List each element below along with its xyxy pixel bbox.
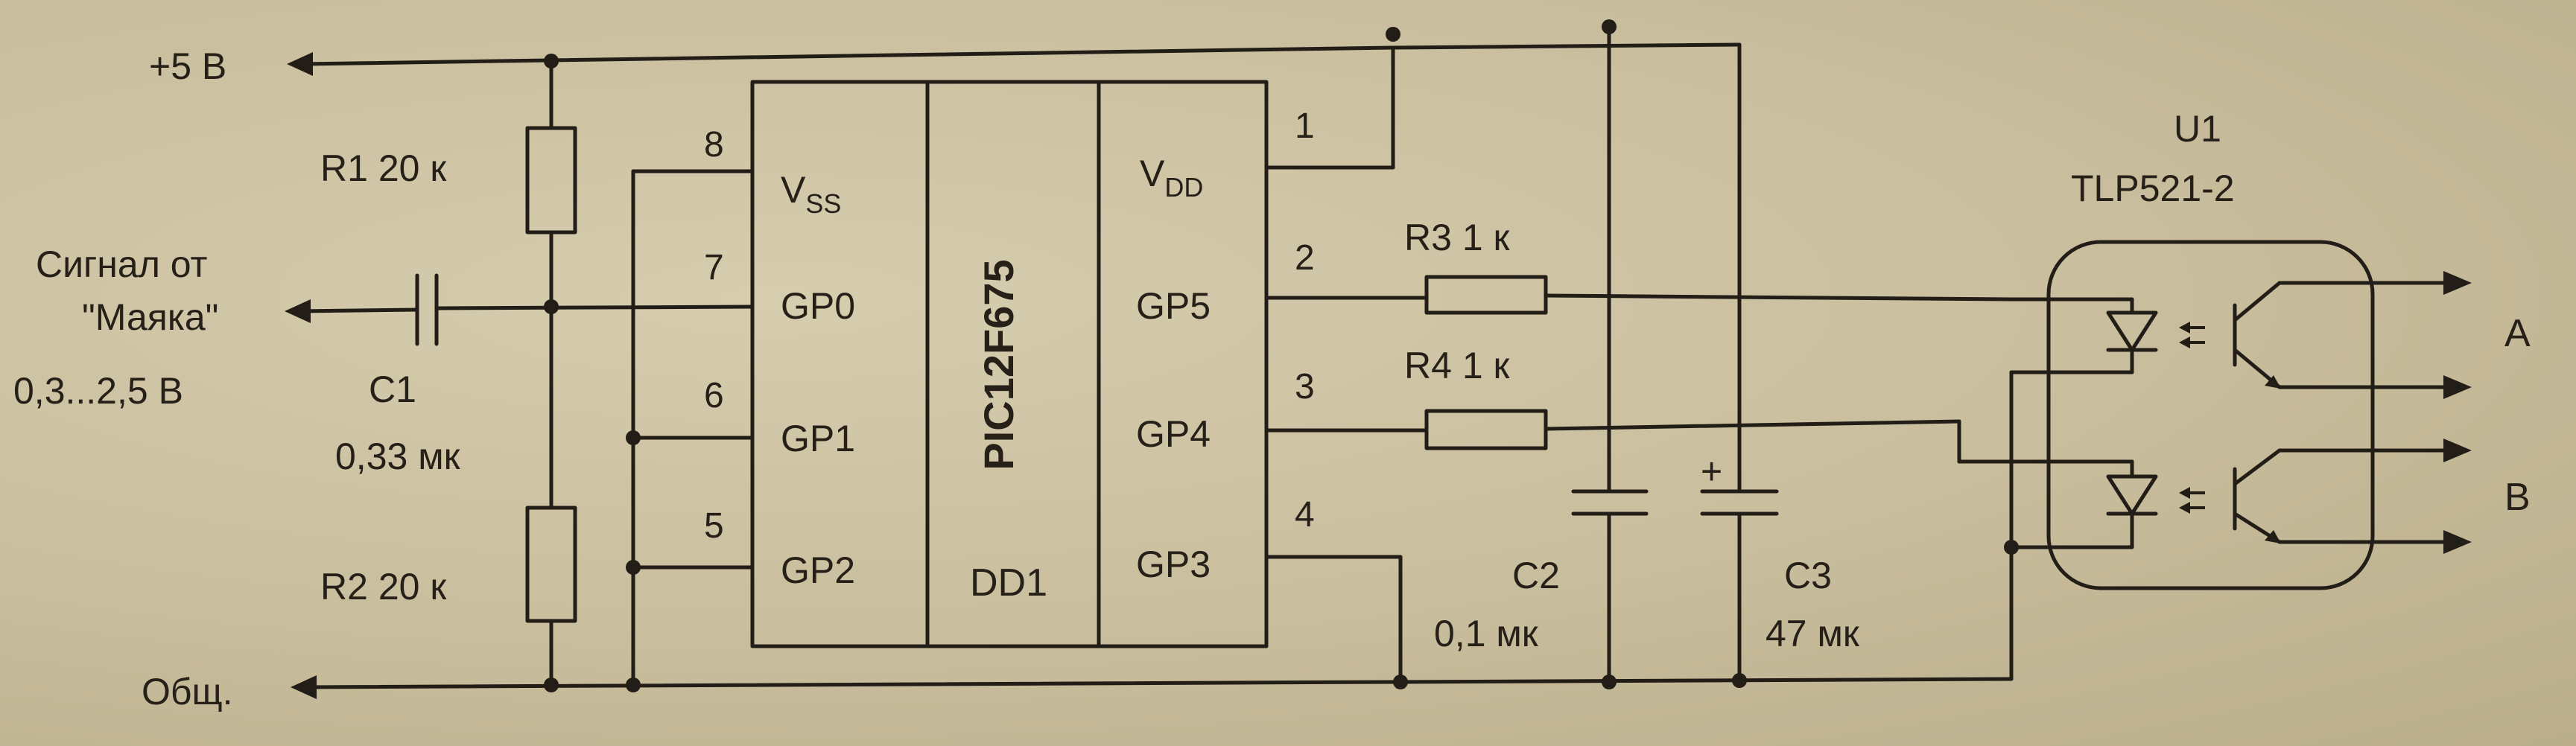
pin-gp1-name: GP1 [781,418,855,459]
c2-ref: C2 [1512,555,1560,596]
pin-3-num: 3 [1295,367,1315,407]
c1-value: 0,33 мк [335,436,461,477]
input-line3: 0,3...2,5 В [13,370,183,412]
input-line1: Сигнал от [36,243,207,285]
r3-ref: R3 [1404,217,1452,258]
pin-vdd-name: VDD [1140,153,1203,203]
gp4-wire [1264,409,2028,464]
gp3-wire [1264,555,1408,689]
pin-gp2-name: GP2 [781,549,855,591]
r4-ref: R4 [1404,345,1452,386]
gnd-rail [291,675,2014,699]
led1-icon [2106,310,2158,352]
c3-ref: C3 [1784,555,1832,596]
ic-ref: DD1 [970,561,1047,605]
c3-polarity: + [1701,450,1722,492]
u1-ref: U1 [2174,108,2221,150]
r1-r2-branch [525,54,577,692]
r3-value: 1 к [1462,217,1511,258]
vplus-label: +5 В [149,45,226,87]
u1-part: TLP521-2 [2071,168,2235,209]
pin-vss-name: VSS [781,169,841,219]
r1-value: 20 к [378,147,448,189]
ic-part: PIC12F675 [975,259,1022,470]
gnd-label: Общ. [142,671,233,712]
c3-capacitor [1700,42,1779,688]
c1-ref: C1 [369,369,416,410]
pin-6-num: 6 [704,376,724,415]
r2-resistor [525,506,577,623]
pin-5-num: 5 [704,506,724,546]
left-bus [626,169,755,692]
r4-value: 1 к [1462,345,1511,386]
pin-4-num: 4 [1295,495,1315,535]
c3-value: 47 мк [1766,613,1860,654]
pin-gp3-name: GP3 [1136,543,1211,585]
pin-1-num: 1 [1295,106,1315,146]
pin-gp5-name: GP5 [1136,285,1211,327]
input-line2: "Маяка" [82,296,218,338]
r2-ref: R2 [320,566,368,608]
pin-7-num: 7 [704,248,724,287]
r3-resistor [1424,275,1548,315]
u1-package [2046,240,2375,590]
u1-optocoupler [2004,240,2472,681]
r3-label: R3 1 к [1404,217,1511,258]
vplus-rail [287,42,1742,76]
vdd-wire [1264,27,1400,170]
c2-value: 0,1 мк [1434,613,1539,654]
ic-body [750,80,1269,648]
led2-icon [2106,474,2158,516]
r2-label: R2 20 к [320,566,447,608]
r2-value: 20 к [378,566,448,608]
r1-ref: R1 [320,147,368,189]
r4-resistor [1424,409,1548,450]
r1-label: R1 20 к [320,147,447,189]
pin-8-num: 8 [704,125,724,165]
c2-capacitor [1571,19,1649,689]
pin-2-num: 2 [1295,238,1315,278]
output-b-label: B [2504,476,2531,519]
input-signal [285,273,755,346]
output-a-label: A [2504,312,2531,355]
r4-label: R4 1 к [1404,345,1511,386]
r1-resistor [525,126,577,235]
pin-gp4-name: GP4 [1136,413,1211,455]
pin-gp0-name: GP0 [781,285,855,327]
gp5-wire [1264,275,2014,315]
